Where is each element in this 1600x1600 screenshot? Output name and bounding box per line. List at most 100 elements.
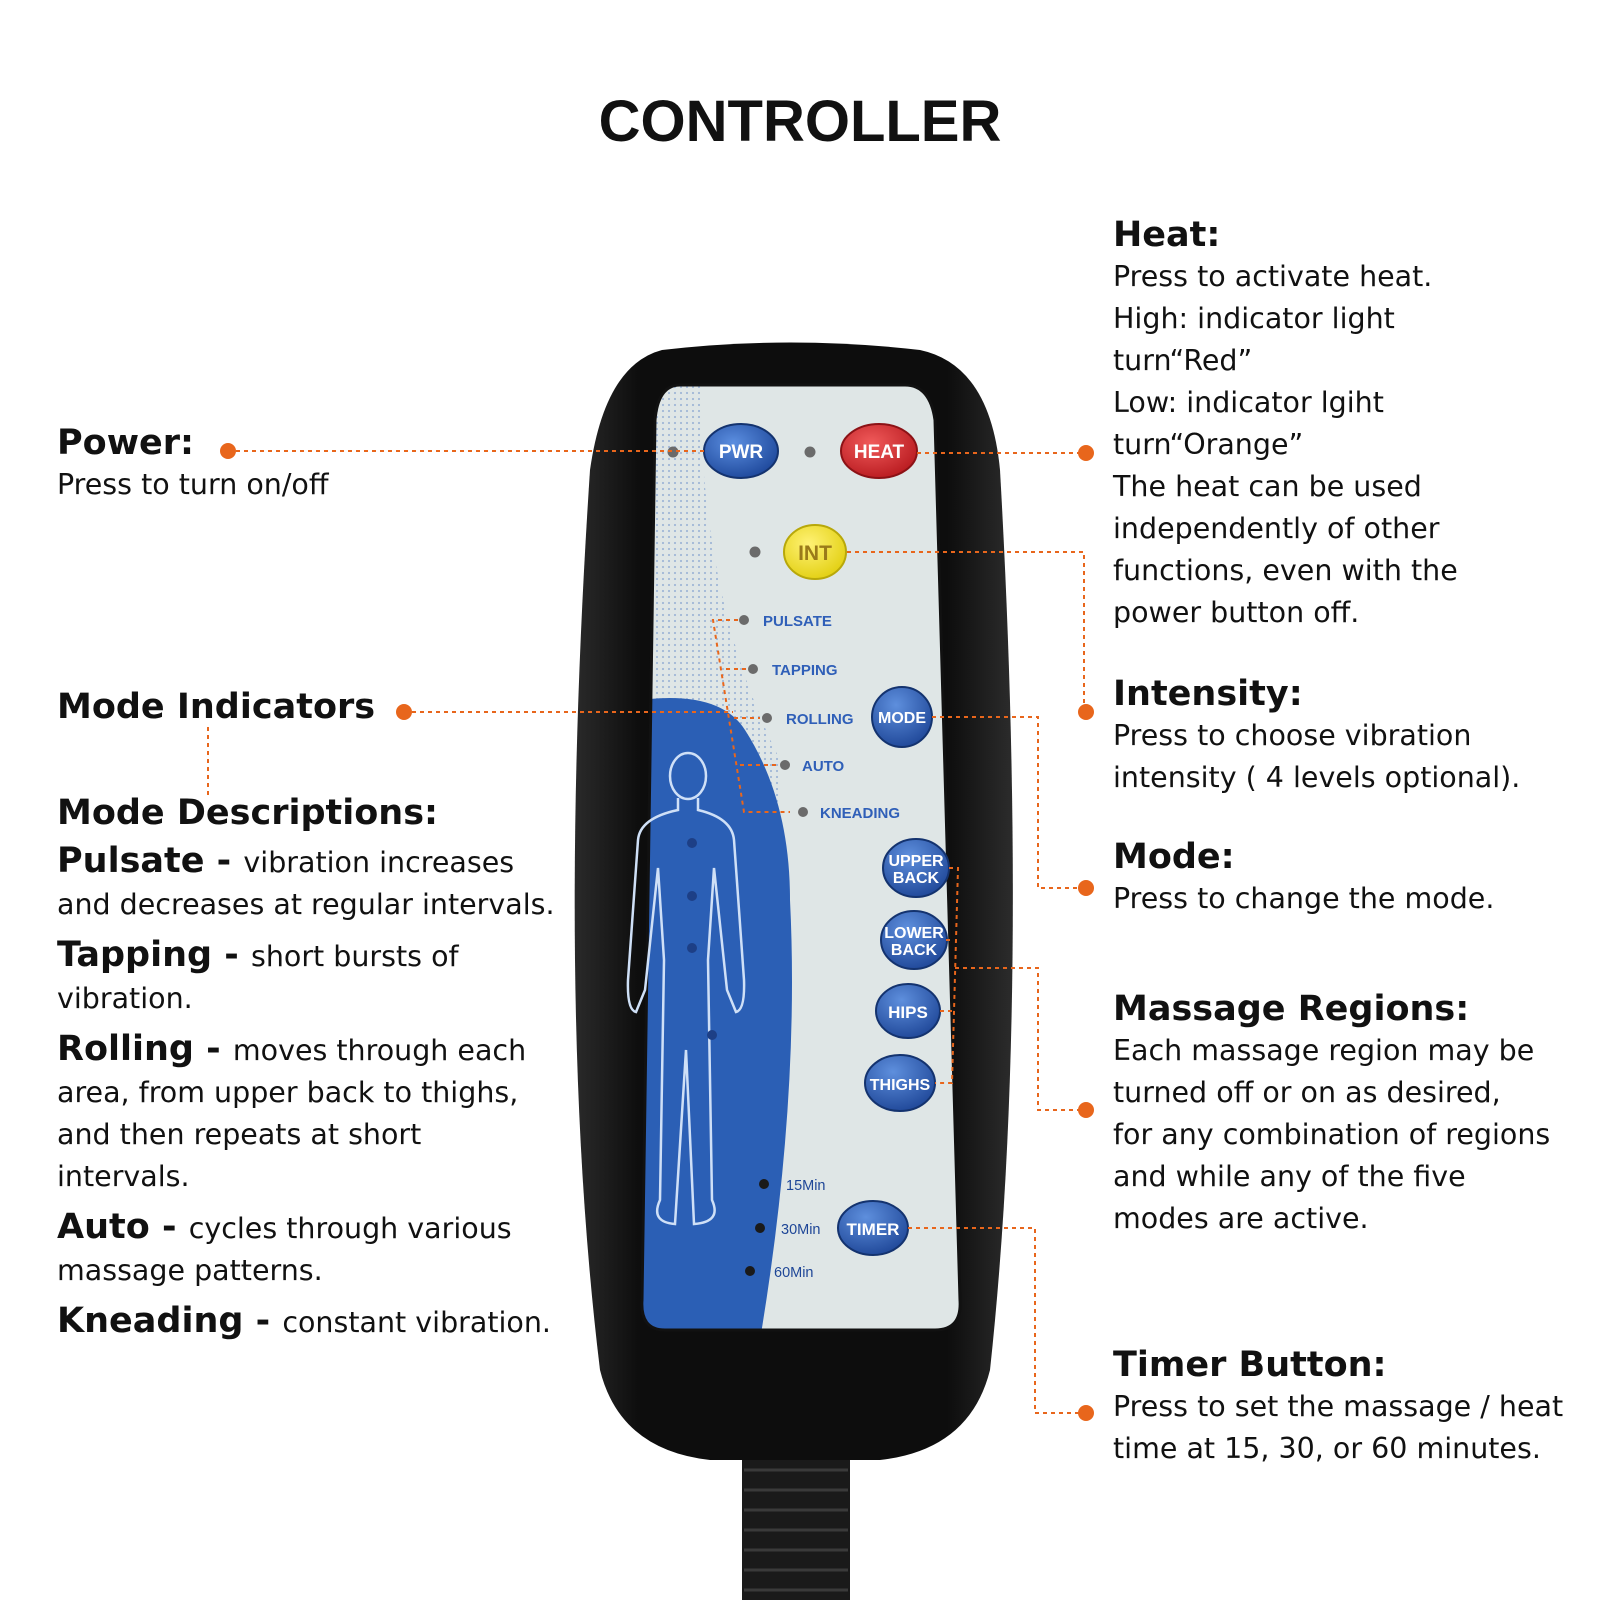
desc-auto: Auto - cycles through various massage pa… (57, 1206, 557, 1292)
power-heading: Power: (57, 423, 195, 463)
mode-text: Press to change the mode. (1113, 882, 1495, 915)
timer-button[interactable]: TIMER (837, 1200, 909, 1256)
desc-tapping-name: Tapping (57, 935, 213, 975)
lower-back-label-1: LOWER (884, 925, 944, 942)
mode-indicators-callout: Mode Indicators (57, 686, 375, 728)
mode-label-rolling: ROLLING (786, 711, 854, 728)
heat-button[interactable]: HEAT (840, 423, 918, 479)
mode-dot (1078, 880, 1094, 896)
heat-line-2: High: indicator light (1113, 302, 1395, 335)
int-button[interactable]: INT (783, 524, 847, 580)
pwr-button[interactable]: PWR (703, 423, 779, 479)
mode-leader (932, 716, 1084, 889)
figure-region-dots (687, 838, 717, 1040)
heat-line-7: independently of other (1113, 512, 1440, 545)
mode-indicators-bracket (711, 619, 790, 813)
mode-descriptions-callout: Mode Descriptions: Pulsate - vibration i… (57, 792, 557, 1352)
massage-regions-callout: Massage Regions: Each massage region may… (1113, 988, 1550, 1240)
page-title: CONTROLLER (598, 89, 1002, 154)
mode-indicators-dot (396, 704, 412, 720)
hips-button-label: HIPS (888, 1003, 928, 1022)
desc-tapping-sep: - (212, 935, 251, 975)
mode-label-kneading: KNEADING (820, 805, 900, 822)
timer-15-led (759, 1179, 769, 1189)
thighs-button[interactable]: THIGHS (864, 1054, 936, 1112)
mode-button-label: MODE (878, 710, 926, 727)
timer-dot (1078, 1405, 1094, 1421)
mode-label-auto: AUTO (802, 758, 845, 775)
desc-pulsate-text: vibration increases and decreases at reg… (57, 846, 555, 921)
timer-30-led (755, 1223, 765, 1233)
power-text: Press to turn on/off (57, 468, 329, 501)
desc-pulsate: Pulsate - vibration increases and decrea… (57, 840, 557, 926)
timer-label-30: 30Min (781, 1222, 821, 1238)
pulsate-led (739, 615, 749, 625)
heat-dot (1078, 445, 1094, 461)
timer-heading: Timer Button: (1113, 1345, 1387, 1385)
pwr-button-label: PWR (719, 442, 764, 463)
lower-back-label-2: BACK (891, 942, 938, 959)
regions-line-4: and while any of the five (1113, 1160, 1466, 1193)
desc-rolling-name: Rolling (57, 1029, 194, 1069)
desc-tapping-text: short bursts of vibration. (57, 940, 459, 1015)
desc-tapping: Tapping - short bursts of vibration. (57, 934, 557, 1020)
pwr-led (667, 446, 679, 458)
regions-line-5: modes are active. (1113, 1202, 1369, 1235)
int-button-label: INT (798, 542, 832, 565)
upper-back-label-2: BACK (893, 870, 940, 887)
timer-callout: Timer Button: Press to set the massage /… (1113, 1344, 1563, 1470)
heat-heading: Heat: (1113, 215, 1221, 255)
heat-button-label: HEAT (854, 442, 905, 463)
desc-kneading: Kneading - constant vibration. (57, 1300, 557, 1344)
heat-line-5: turn“Orange” (1113, 428, 1304, 461)
mode-label-pulsate: PULSATE (763, 613, 832, 630)
desc-pulsate-name: Pulsate (57, 841, 205, 881)
heat-line-1: Press to activate heat. (1113, 260, 1433, 293)
timer-line-1: Press to set the massage / heat (1113, 1390, 1564, 1423)
leader-lines (207, 450, 1085, 1414)
cable-ridges (744, 1448, 848, 1592)
regions-leader (955, 967, 1084, 1111)
mode-button[interactable]: MODE (871, 686, 933, 748)
panel-border (640, 383, 962, 1332)
mode-callout: Mode: Press to change the mode. (1113, 836, 1494, 920)
desc-rolling: Rolling - moves through each area, from … (57, 1028, 557, 1198)
regions-line-1: Each massage region may be (1113, 1034, 1535, 1067)
thighs-button-label: THIGHS (870, 1077, 931, 1094)
tapping-led (748, 664, 758, 674)
lower-back-button[interactable]: LOWER BACK (880, 910, 948, 970)
desc-auto-text: cycles through various massage patterns. (57, 1212, 512, 1287)
desc-kneading-sep: - (243, 1301, 283, 1341)
rolling-led (762, 713, 772, 723)
leader-endpoints (220, 443, 1094, 1421)
intensity-dot (1078, 704, 1094, 720)
heat-led (804, 446, 816, 458)
desc-auto-name: Auto (57, 1207, 150, 1247)
timer-line-2: time at 15, 30, or 60 minutes. (1113, 1432, 1541, 1465)
heat-line-3: turn“Red” (1113, 344, 1253, 377)
upper-back-button[interactable]: UPPER BACK (882, 838, 950, 898)
kneading-led (798, 807, 808, 817)
mode-heading: Mode: (1113, 837, 1235, 877)
mode-label-tapping: TAPPING (772, 662, 838, 679)
timer-label-60: 60Min (774, 1265, 814, 1281)
hips-button[interactable]: HIPS (875, 983, 941, 1039)
desc-rolling-sep: - (193, 1029, 233, 1069)
intensity-callout: Intensity: Press to choose vibration int… (1113, 673, 1520, 799)
heat-line-4: Low: indicator lgiht (1113, 386, 1384, 419)
power-dot (220, 443, 236, 459)
regions-dot (1078, 1102, 1094, 1118)
auto-led (780, 760, 790, 770)
mode-indicators-heading: Mode Indicators (57, 687, 376, 727)
timer-leader (908, 1227, 1084, 1414)
desc-pulsate-sep: - (204, 841, 244, 881)
timer-button-label: TIMER (847, 1220, 900, 1239)
int-led (749, 546, 761, 558)
upper-back-label-1: UPPER (888, 853, 944, 870)
intensity-line-1: Press to choose vibration (1113, 719, 1472, 752)
regions-bracket (935, 867, 960, 1084)
intensity-heading: Intensity: (1113, 674, 1303, 714)
timer-60-led (745, 1266, 755, 1276)
regions-line-3: for any combination of regions (1113, 1118, 1551, 1151)
